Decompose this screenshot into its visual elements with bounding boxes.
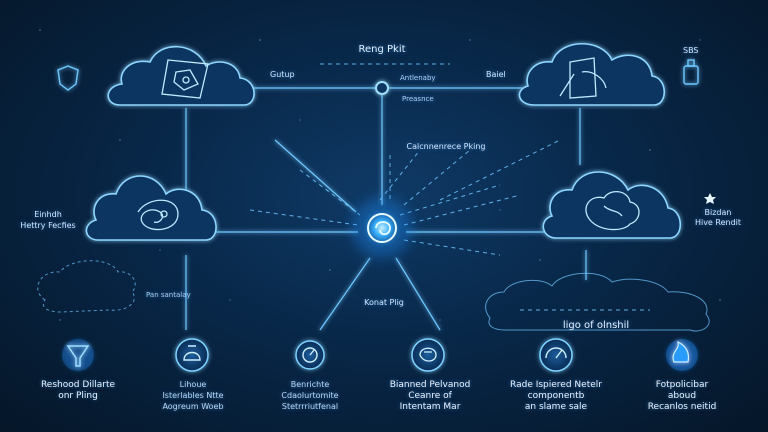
- bottom-node-2-sub-2: Isterlables Ntte: [162, 391, 224, 400]
- brain-icon: [585, 191, 640, 231]
- left-shape-label: Pan santalay: [146, 291, 191, 299]
- right-cloud-label-1: Bizdan: [704, 208, 732, 217]
- top-node: [375, 81, 389, 95]
- bottom-node-4-title-3: Intentam Mar: [399, 402, 461, 412]
- vr-headset-icon: [559, 57, 607, 99]
- faint-cloud-left: [37, 260, 136, 313]
- cloud-left: [85, 175, 217, 241]
- starfield: [39, 29, 721, 321]
- right-cloud-label-2: Hive Rendit: [694, 218, 742, 227]
- bottom-node-2-sub-3: Aogreum Woeb: [162, 402, 224, 411]
- bottom-node-4-title-2: Ceanre of: [408, 391, 452, 401]
- bottom-node-5-title-1: Rade Ispiered Netelr: [510, 380, 602, 390]
- bottle-icon: [683, 59, 699, 85]
- top-left-connector-label: Gutup: [270, 70, 295, 79]
- top-center-label-b: Preasnce: [402, 95, 434, 103]
- bottom-node-5-title-2: componentb: [527, 391, 585, 401]
- center-bottom-label: Konat Plig: [364, 298, 404, 307]
- shield-icon: [57, 65, 79, 91]
- bottom-node-6-title-1: Fotpolicibar: [655, 380, 709, 390]
- bottom-node-2-sub-1: Lihoue: [179, 380, 207, 389]
- top-center-title: Reng Pkit: [358, 44, 406, 55]
- left-cloud-label-2: Hettry Fecfies: [20, 221, 76, 230]
- bottom-node-3-sub-3: Stetrrriutfenal: [281, 402, 339, 411]
- bottom-node-icons: [62, 338, 698, 372]
- bottom-node-3-sub-1: Benrichte: [290, 380, 330, 389]
- bottom-node-4-title-1: Bianned Pelvanod: [389, 380, 471, 390]
- dashed-lines: [249, 63, 650, 311]
- bottom-node-1-title-1: Reshood Dillarte: [40, 380, 116, 390]
- left-cloud-label-1: Einhdh: [34, 210, 62, 219]
- faint-cloud-right: [485, 272, 710, 332]
- bottom-node-3-sub-2: Cdaolurtomite: [281, 391, 339, 400]
- connector-lines: [185, 87, 587, 331]
- cloud-top-right: [518, 42, 666, 106]
- bottom-node-6-title-3: Recanlos neitid: [647, 402, 717, 412]
- cloud-top-left: [107, 45, 255, 106]
- top-right-corner-label: SBS: [683, 46, 699, 55]
- puzzle-icon: [161, 59, 209, 99]
- top-center-label-a: Antlenaby: [400, 74, 436, 82]
- star-icon: [704, 193, 716, 204]
- cloud-right: [542, 171, 682, 239]
- rose-icon: [137, 199, 179, 231]
- central-hub: [352, 198, 412, 258]
- top-right-connector-label: Baiel: [486, 70, 506, 79]
- bottom-node-6-title-2: aboud: [667, 391, 697, 401]
- middle-label: Calcnnenrece Pking: [406, 142, 486, 151]
- right-shape-label: ligo of olnshil: [562, 320, 630, 331]
- bottom-node-5-title-3: an slame sale: [524, 402, 588, 412]
- bottom-node-1-title-2: onr Pling: [58, 391, 98, 401]
